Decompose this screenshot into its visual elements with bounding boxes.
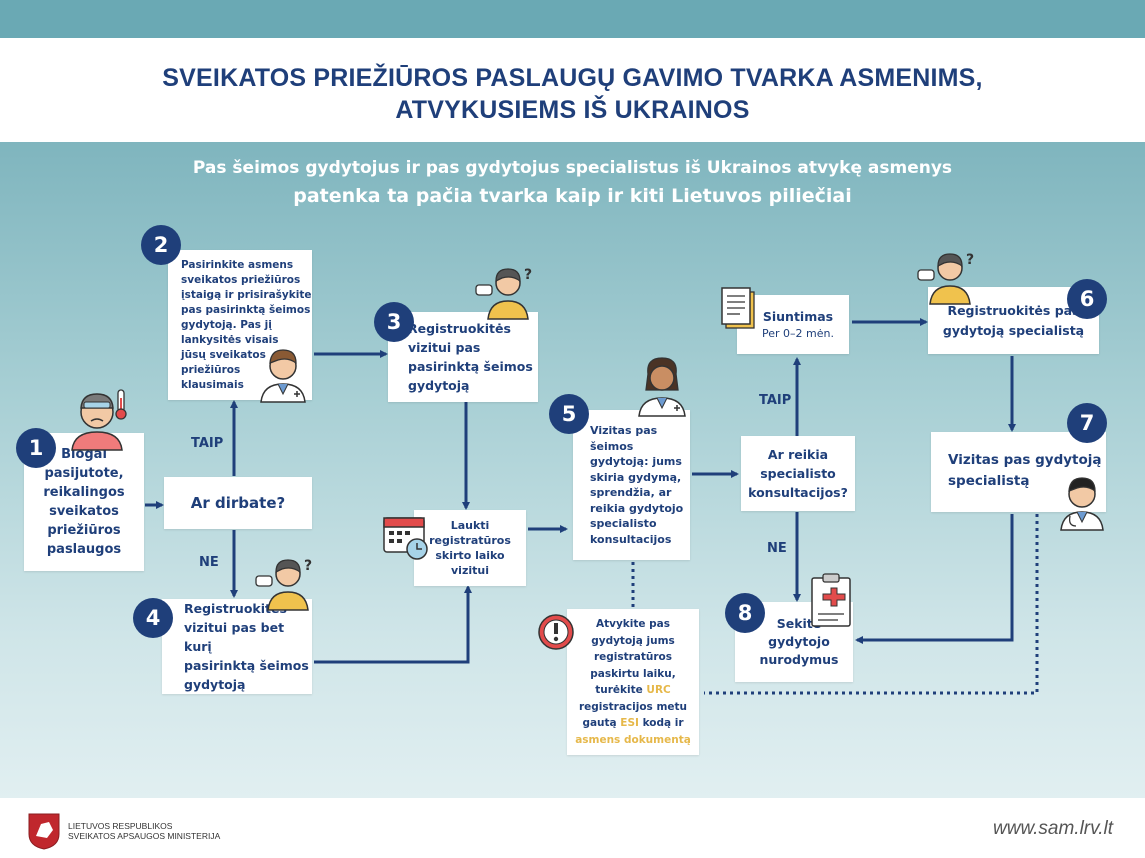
note-text-part2: registracijos metu gautą bbox=[578, 700, 688, 730]
footer bbox=[0, 798, 1145, 858]
sick-person-icon bbox=[71, 393, 123, 451]
step-1-number: 1 bbox=[16, 428, 56, 468]
label-no-specialist: NE bbox=[767, 541, 787, 556]
doctor-icon bbox=[1060, 477, 1104, 531]
step-6-text: Registruokitės pas gydytoją specialistą bbox=[942, 302, 1085, 338]
note-text-part1: Atvykite pas gydytoją jums registratūros… bbox=[590, 618, 676, 696]
referral-title: Siuntimas bbox=[762, 308, 834, 324]
subtitle-line2: patenka ta pačia tvarka kaip ir kiti Lie… bbox=[293, 185, 852, 207]
step-7-number: 7 bbox=[1067, 403, 1107, 443]
step-2-text: Pasirinkite asmens sveikatos priežiūros … bbox=[181, 258, 312, 391]
label-no-work: NE bbox=[199, 555, 219, 570]
warning-icon bbox=[538, 614, 574, 650]
step-6-number: 6 bbox=[1067, 279, 1107, 319]
referral-document-icon bbox=[721, 287, 755, 329]
step-5-box: Vizitas pas šeimos gydytoją: jums skiria… bbox=[573, 410, 690, 560]
label-yes-specialist: TAIP bbox=[759, 393, 792, 408]
step-1-text: Blogai pasijutote, reikalingos sveikatos… bbox=[43, 447, 125, 557]
ministry-name-line1: LIETUVOS RESPUBLIKOS bbox=[68, 821, 173, 831]
arrow-4-to-wait bbox=[314, 585, 472, 664]
decision-specialist-box: Ar reikia specialisto konsultacijos? bbox=[741, 436, 855, 511]
step-2-box: Pasirinkite asmens sveikatos priežiūros … bbox=[168, 250, 312, 400]
referral-box: Siuntimas Per 0–2 mėn. bbox=[737, 295, 849, 354]
step-2-number: 2 bbox=[141, 225, 181, 265]
referral-period: Per 0–2 mėn. bbox=[762, 326, 834, 340]
note-box: Atvykite pas gydytoją jums registratūros… bbox=[567, 609, 699, 755]
doctor-icon bbox=[260, 349, 306, 403]
step-4-text: Registruokitės vizitui pas bet kurį pasi… bbox=[184, 601, 309, 692]
medical-clipboard-icon bbox=[811, 573, 851, 627]
website-link[interactable]: www.sam.lrv.lt bbox=[993, 818, 1113, 839]
note-text: Atvykite pas gydytoją jums registratūros… bbox=[575, 616, 691, 748]
patient-question-icon: ? bbox=[917, 252, 974, 305]
svg-text:?: ? bbox=[966, 252, 974, 268]
coat-of-arms-icon bbox=[28, 813, 60, 850]
note-urc: URC bbox=[646, 684, 671, 696]
subtitle-line1: Pas šeimos gydytojus ir pas gydytojus sp… bbox=[192, 158, 953, 178]
calendar-clock-icon bbox=[383, 517, 428, 560]
step-3-number: 3 bbox=[374, 302, 414, 342]
step-8-number: 8 bbox=[725, 593, 765, 633]
female-doctor-icon bbox=[638, 357, 686, 417]
note-docs: asmens dokumentą bbox=[575, 733, 691, 746]
decision-specialist-text: Ar reikia specialisto konsultacijos? bbox=[748, 447, 848, 500]
note-text-part3: kodą ir bbox=[642, 717, 684, 729]
page-title-line2: ATVYKUSIEMS IŠ UKRAINOS bbox=[395, 96, 750, 124]
ministry-name-line2: SVEIKATOS APSAUGOS MINISTERIJA bbox=[68, 831, 221, 841]
patient-question-icon: ? bbox=[255, 558, 312, 611]
label-yes-work: TAIP bbox=[191, 436, 224, 451]
step-5-number: 5 bbox=[549, 394, 589, 434]
arrow-7-to-8 bbox=[855, 514, 1014, 644]
step-7-text: Vizitas pas gydytoją specialistą bbox=[948, 452, 1102, 489]
top-band bbox=[0, 0, 1145, 38]
decision-work-text: Ar dirbate? bbox=[190, 494, 286, 512]
decision-work-box: Ar dirbate? bbox=[164, 477, 312, 529]
step-5-text: Vizitas pas šeimos gydytoją: jums skiria… bbox=[590, 424, 684, 546]
wait-box: Laukti registratūros skirto laiko vizitu… bbox=[414, 510, 526, 586]
step-8-text: Sekite gydytojo nurodymus bbox=[759, 616, 839, 667]
dotted-7-to-8 bbox=[704, 514, 1039, 695]
page-title-line1: SVEIKATOS PRIEŽIŪROS PASLAUGŲ GAVIMO TVA… bbox=[162, 64, 983, 92]
title-band bbox=[0, 38, 1145, 142]
wait-text: Laukti registratūros skirto laiko vizitu… bbox=[429, 519, 511, 577]
step-4-number: 4 bbox=[133, 598, 173, 638]
note-esi: ESI bbox=[620, 717, 639, 729]
step-4-box: Registruokitės vizitui pas bet kurį pasi… bbox=[162, 599, 312, 694]
thermometer-icon bbox=[115, 389, 127, 420]
svg-text:?: ? bbox=[524, 267, 532, 283]
step-3-text: Registruokitės vizitui pas pasirinktą še… bbox=[408, 321, 533, 393]
svg-text:?: ? bbox=[304, 558, 312, 574]
patient-question-icon: ? bbox=[475, 267, 532, 320]
